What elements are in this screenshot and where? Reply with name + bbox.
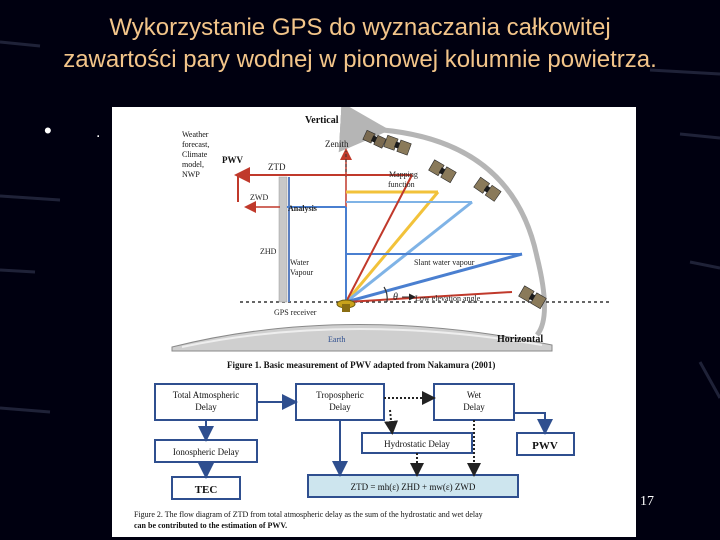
- label-earth: Earth: [328, 335, 345, 344]
- bullet-text: .: [96, 124, 100, 142]
- label-weather-1: Weather: [182, 130, 209, 139]
- label-horizontal: Horizontal: [497, 334, 543, 345]
- page-number: 17: [640, 494, 654, 510]
- box-hydro-label: Hydrostatic Delay: [384, 439, 450, 449]
- figure-2-flow-diagram: Total Atmospheric Delay Tropospheric Del…: [134, 384, 574, 530]
- box-iono-label: Ionospheric Delay: [173, 447, 240, 457]
- figure-1-diagram: Vertical Zenith Weather forecast, Climat…: [172, 115, 612, 370]
- slide-title: Wykorzystanie GPS do wyznaczania całkowi…: [0, 12, 720, 76]
- vertical-bar: [279, 177, 287, 302]
- label-zhd: ZHD: [260, 247, 277, 256]
- figure-2-caption-1: Figure 2. The flow diagram of ZTD from t…: [134, 510, 483, 519]
- box-wet-label-1: Wet: [467, 390, 482, 400]
- figure-2-caption-2: can be contributed to the estimation of …: [134, 521, 287, 530]
- label-mapping-1: Mapping: [389, 170, 418, 179]
- box-tropo-label-2: Delay: [329, 402, 351, 412]
- label-low-elevation: Low elevation angle: [415, 294, 481, 303]
- satellite-icon: [384, 135, 412, 155]
- label-weather-3: Climate: [182, 150, 208, 159]
- gps-receiver-icon: [337, 300, 355, 312]
- label-zwd: ZWD: [250, 193, 268, 202]
- label-vertical: Vertical: [305, 115, 339, 126]
- slide-title-line-2: zawartości pary wodnej w pionowej kolumn…: [0, 44, 720, 76]
- figure-1-caption: Figure 1. Basic measurement of PWV adapt…: [227, 360, 495, 370]
- label-water-1: Water: [290, 258, 309, 267]
- label-weather-4: model,: [182, 160, 204, 169]
- satellite-icon: [429, 160, 457, 183]
- label-analysis: Analysis: [288, 204, 317, 213]
- box-total-label-2: Delay: [195, 402, 217, 412]
- bullet-marker: •: [44, 118, 52, 144]
- elevation-arc: [370, 129, 545, 335]
- label-weather-5: NWP: [182, 170, 200, 179]
- slant-line-lightblue: [346, 202, 472, 302]
- label-mapping-2: function: [388, 180, 415, 189]
- box-tropo-label-1: Tropospheric: [316, 390, 364, 400]
- label-slant: Slant water vapour: [414, 258, 475, 267]
- label-gps-receiver: GPS receiver: [274, 308, 317, 317]
- label-weather-2: forecast,: [182, 140, 209, 149]
- label-pwv: PWV: [222, 155, 243, 165]
- label-theta: θ: [393, 292, 398, 303]
- satellite-icon: [363, 130, 386, 148]
- box-pwv-label: PWV: [532, 440, 558, 452]
- label-zenith: Zenith: [325, 139, 349, 149]
- box-formula-label: ZTD = mh(ε) ZHD + mw(ε) ZWD: [351, 482, 476, 492]
- slide-title-line-1: Wykorzystanie GPS do wyznaczania całkowi…: [0, 12, 720, 44]
- figure-image: Vertical Zenith Weather forecast, Climat…: [112, 107, 636, 537]
- box-tec-label: TEC: [195, 484, 218, 496]
- box-total-label-1: Total Atmospheric: [173, 390, 240, 400]
- label-water-2: Vapour: [290, 268, 313, 277]
- box-wet-label-2: Delay: [463, 402, 485, 412]
- slant-line-yellow: [346, 192, 438, 302]
- label-ztd: ZTD: [268, 162, 286, 172]
